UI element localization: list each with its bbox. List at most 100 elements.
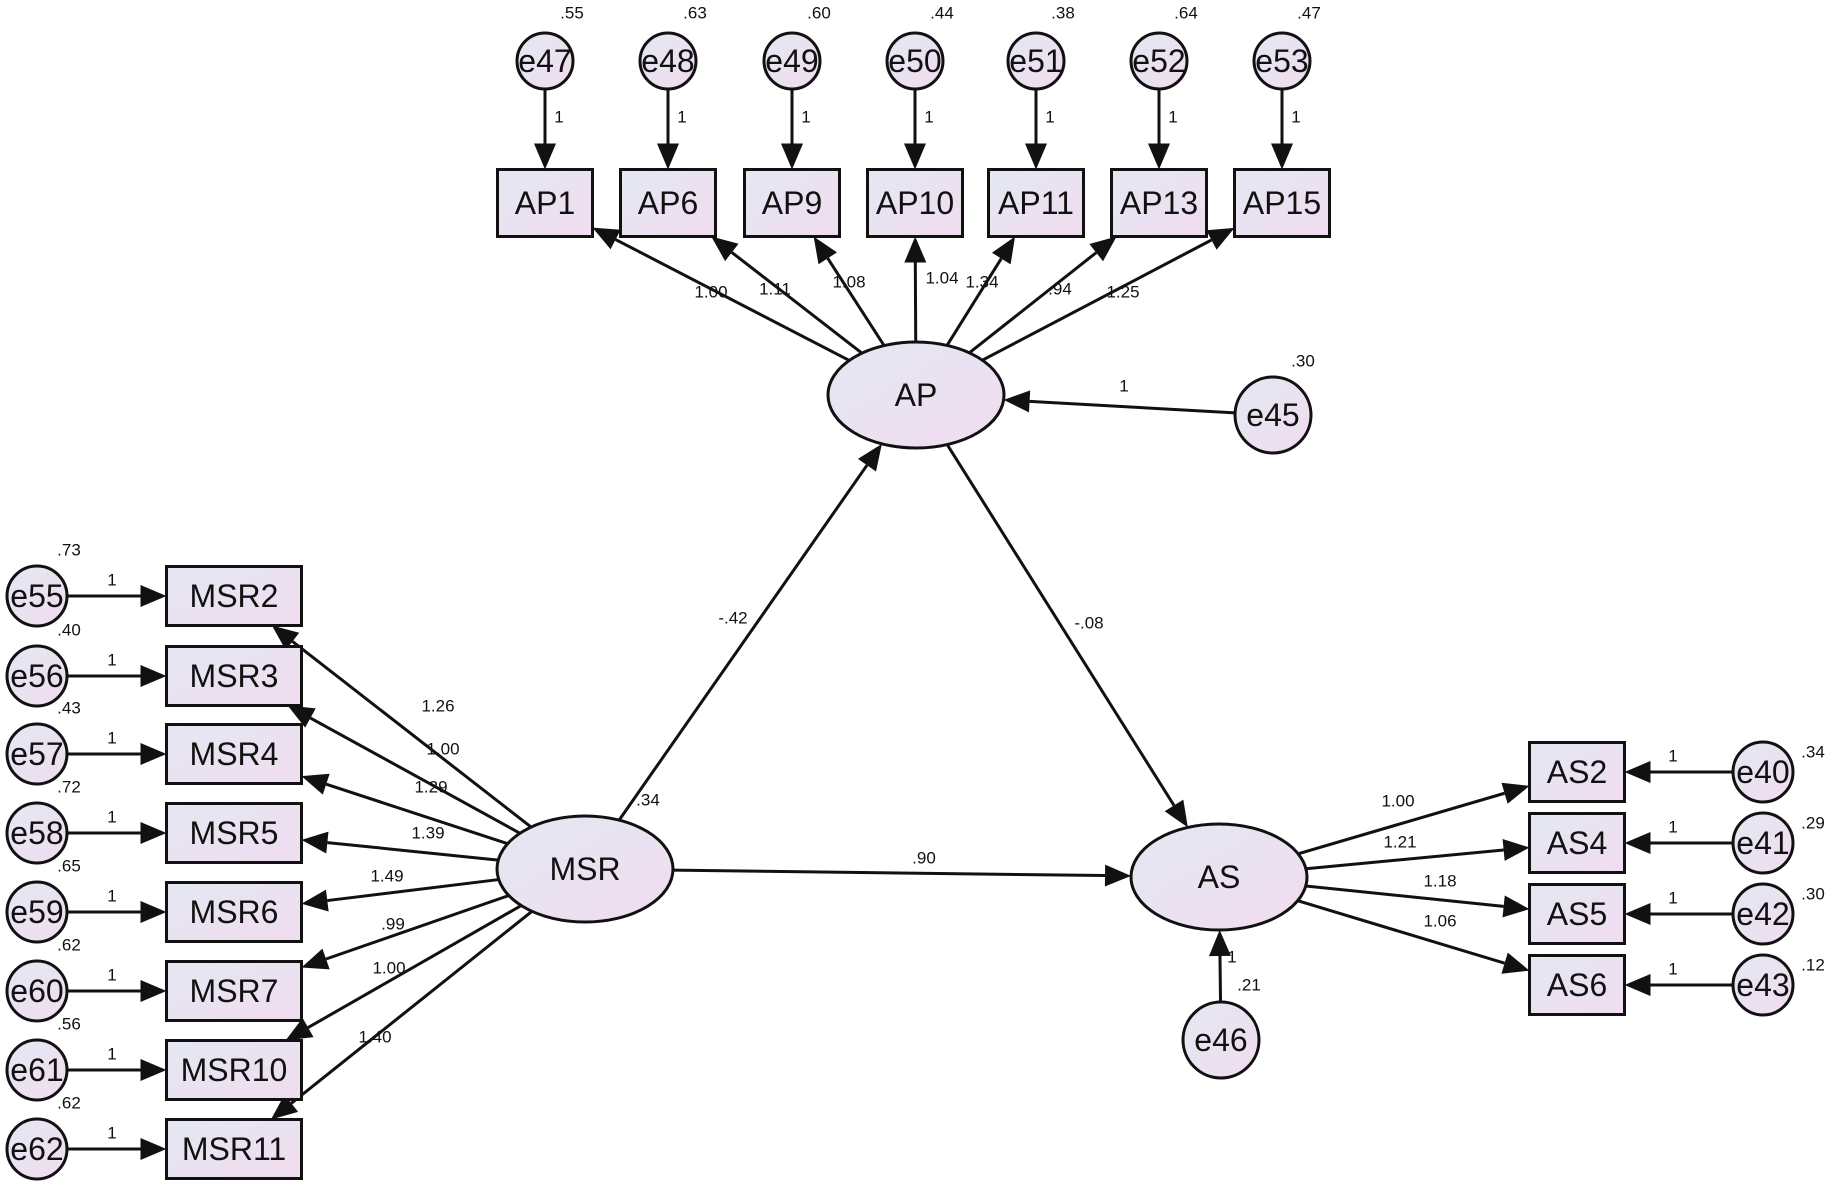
error-e45-circle xyxy=(1233,375,1313,455)
error-e50-circle xyxy=(885,31,945,91)
error-e46-label: e46 xyxy=(1194,1022,1247,1058)
indicator-msr5-box xyxy=(165,802,303,864)
indicator-ap9-box xyxy=(743,168,841,238)
error-e42-circle xyxy=(1731,882,1795,946)
error-e41-label: e41 xyxy=(1736,825,1789,861)
indicator-ap6-box xyxy=(619,168,717,238)
indicator-msr6-box xyxy=(165,881,303,943)
disturbance-e45-fixed-weight: 1 xyxy=(1119,377,1128,396)
error-e56-label: e56 xyxy=(10,658,63,694)
error-e43-variance: .12 xyxy=(1801,956,1825,975)
indicator-msr2-box xyxy=(165,565,303,627)
error-e53-variance: .47 xyxy=(1297,4,1321,23)
error-e41-path-arrowhead xyxy=(1624,832,1651,854)
loading-ap11-value: 1.34 xyxy=(965,273,998,292)
error-e59-fixed-weight: 1 xyxy=(107,887,116,906)
indicator-msr5-label: MSR5 xyxy=(190,815,279,851)
path-arrows xyxy=(67,89,1733,1160)
error-e59-circle xyxy=(5,880,69,944)
indicator-msr3-label: MSR3 xyxy=(190,658,279,694)
error-e46-circle xyxy=(1181,1000,1261,1080)
indicator-ap15-box xyxy=(1233,168,1331,238)
error-e61-path-arrowhead xyxy=(140,1059,167,1081)
error-e49-label: e49 xyxy=(765,43,818,79)
indicator-as6-box xyxy=(1528,954,1626,1016)
error-e51-circle xyxy=(1006,31,1066,91)
loading-ap6-value: 1.11 xyxy=(759,280,791,299)
loading-msr3-path-arrowhead xyxy=(287,705,316,728)
loading-msr4-path-line xyxy=(325,782,509,846)
error-e62-path-arrowhead xyxy=(140,1138,167,1160)
loading-as4-path-arrowhead xyxy=(1502,839,1530,861)
error-e60-circle xyxy=(5,959,69,1023)
error-e58-fixed-weight: 1 xyxy=(107,808,116,827)
structural-msr-as-path-line xyxy=(672,868,1106,878)
indicator-msr2-label: MSR2 xyxy=(190,578,279,614)
error-e57-variance: .43 xyxy=(57,699,81,718)
error-e57-path-arrowhead xyxy=(140,743,167,765)
loading-msr11-value: 1.40 xyxy=(358,1028,391,1047)
loading-msr5-path-line xyxy=(327,841,499,862)
error-e40-label: e40 xyxy=(1736,754,1789,790)
error-e53-path-arrowhead xyxy=(1271,143,1293,170)
error-e42-fixed-weight: 1 xyxy=(1668,889,1677,908)
indicator-msr7-box xyxy=(165,960,303,1022)
error-e56-variance: .40 xyxy=(57,621,81,640)
indicator-as6-label: AS6 xyxy=(1547,967,1607,1003)
structural-ap-as-path-arrowhead xyxy=(1164,799,1188,828)
error-e55-label: e55 xyxy=(10,578,63,614)
error-e45-label: e45 xyxy=(1246,397,1299,433)
error-e49-variance: .60 xyxy=(807,4,831,23)
structural-msr-ap-path-line xyxy=(617,464,869,822)
loading-msr6-path-line xyxy=(327,878,499,903)
loading-ap15-value: 1.25 xyxy=(1106,283,1139,302)
error-e62-label: e62 xyxy=(10,1131,63,1167)
indicator-ap15-label: AP15 xyxy=(1243,185,1321,221)
error-e51-variance: .38 xyxy=(1051,4,1075,23)
error-e62-circle xyxy=(5,1117,69,1181)
error-e50-label: e50 xyxy=(888,43,941,79)
loading-as2-path-arrowhead xyxy=(1501,782,1530,804)
indicator-msr3-box xyxy=(165,645,303,707)
indicator-ap6-label: AP6 xyxy=(638,185,698,221)
indicator-msr7-label: MSR7 xyxy=(190,973,279,1009)
loading-ap1-path-arrowhead xyxy=(592,227,621,250)
indicator-as4-label: AS4 xyxy=(1547,825,1607,861)
disturbance-e45-path-arrowhead xyxy=(1003,390,1031,413)
error-e53-fixed-weight: 1 xyxy=(1291,108,1300,127)
loading-msr7-value: .99 xyxy=(381,915,405,934)
error-e40-circle xyxy=(1731,740,1795,804)
error-e57-circle xyxy=(5,722,69,786)
loading-msr11-path-line xyxy=(290,910,533,1105)
loading-as4-path-line xyxy=(1305,848,1504,871)
error-e48-circle xyxy=(638,31,698,91)
indicator-as4-box xyxy=(1528,812,1626,874)
loading-ap15-path-line xyxy=(981,238,1213,362)
error-e52-label: e52 xyxy=(1132,43,1185,79)
error-e61-label: e61 xyxy=(10,1052,63,1088)
loading-ap13-value: .94 xyxy=(1048,280,1072,299)
structural-msr-ap-coefficient: -.42 xyxy=(718,609,747,628)
error-e59-variance: .65 xyxy=(57,857,81,876)
loading-msr7-path-line xyxy=(325,894,510,961)
loading-as6-path-line xyxy=(1297,899,1506,965)
loading-msr10-path-line xyxy=(307,904,522,1029)
error-e57-label: e57 xyxy=(10,736,63,772)
error-e40-variance: .34 xyxy=(1801,743,1825,762)
error-e47-variance: .55 xyxy=(560,4,584,23)
loading-as6-path-arrowhead xyxy=(1501,952,1530,974)
structural-msr-ap-path-arrowhead xyxy=(857,443,882,472)
loading-ap9-path-arrowhead xyxy=(813,236,837,265)
error-e52-fixed-weight: 1 xyxy=(1168,108,1177,127)
error-e48-label: e48 xyxy=(641,43,694,79)
latent-as-label: AS xyxy=(1198,859,1241,895)
error-e60-path-arrowhead xyxy=(140,980,167,1002)
error-e51-path-arrowhead xyxy=(1025,143,1047,170)
error-e43-circle xyxy=(1731,953,1795,1017)
error-e41-circle xyxy=(1731,811,1795,875)
loading-ap11-path-arrowhead xyxy=(991,236,1016,265)
loading-as2-path-line xyxy=(1297,791,1505,856)
error-e47-path-arrowhead xyxy=(534,143,556,170)
